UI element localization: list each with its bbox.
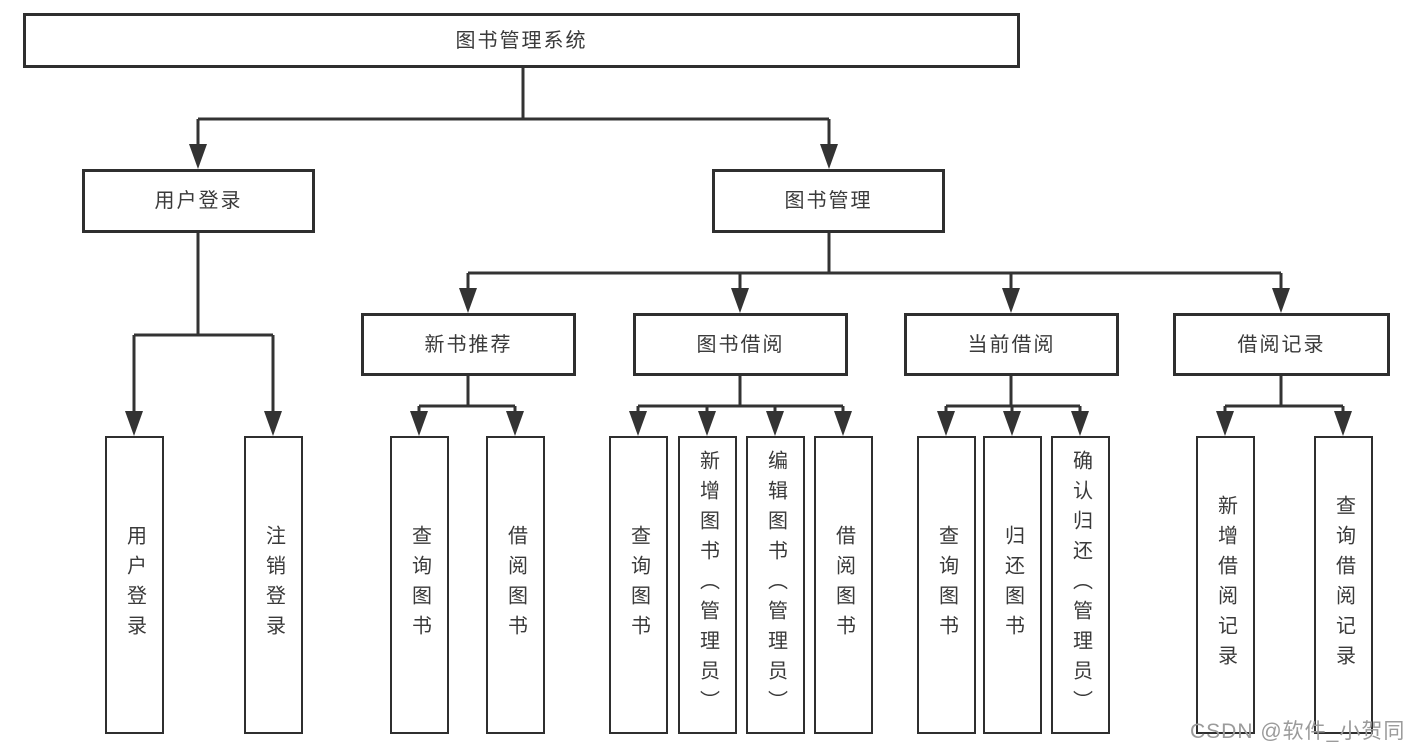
node-leaf-current-query-books: 查询图书 — [917, 436, 976, 734]
node-leaf-records-add-record: 新增借阅记录 — [1196, 436, 1255, 734]
arrow-down-icon — [1002, 288, 1020, 313]
arrow-down-icon — [1071, 411, 1089, 436]
node-leaf-user-login: 用户登录 — [105, 436, 164, 734]
node-book-borrowing: 图书借阅 — [633, 313, 848, 376]
arrow-down-icon — [189, 144, 207, 169]
node-leaf-records-query-record: 查询借阅记录 — [1314, 436, 1373, 734]
node-leaf-newbook-query-books: 查询图书 — [390, 436, 449, 734]
node-leaf-logout: 注销登录 — [244, 436, 303, 734]
connector-line — [636, 376, 845, 412]
node-leaf-current-confirm-return-admin: 确认归还（管理员） — [1051, 436, 1110, 734]
node-user-login: 用户登录 — [82, 169, 315, 233]
arrow-down-icon — [937, 411, 955, 436]
node-borrowing-records: 借阅记录 — [1173, 313, 1390, 376]
arrow-down-icon — [820, 144, 838, 169]
arrow-down-icon — [410, 411, 428, 436]
node-leaf-borrow-query-books: 查询图书 — [609, 436, 668, 734]
csdn-watermark: CSDN @软件_小贺同学 — [1190, 720, 1405, 743]
arrow-down-icon — [1003, 411, 1021, 436]
node-current-borrowing: 当前借阅 — [904, 313, 1119, 376]
arrow-down-icon — [731, 288, 749, 313]
arrow-down-icon — [629, 411, 647, 436]
arrow-down-icon — [698, 411, 716, 436]
arrow-down-icon — [834, 411, 852, 436]
connector-line — [417, 376, 517, 412]
node-leaf-borrow-borrow-books: 借阅图书 — [814, 436, 873, 734]
connector-line — [196, 68, 831, 145]
node-library-management-system: 图书管理系统 — [23, 13, 1020, 68]
arrow-down-icon — [1216, 411, 1234, 436]
arrow-down-icon — [125, 411, 143, 436]
node-new-book-recommendation: 新书推荐 — [361, 313, 576, 376]
arrow-down-icon — [766, 411, 784, 436]
connector-line — [1223, 376, 1345, 412]
arrow-down-icon — [1334, 411, 1352, 436]
arrow-down-icon — [264, 411, 282, 436]
node-leaf-borrow-edit-books-admin: 编辑图书（管理员） — [746, 436, 805, 734]
node-leaf-current-return-books: 归还图书 — [983, 436, 1042, 734]
connector-line — [132, 233, 275, 412]
connector-line — [466, 233, 1283, 288]
node-book-management: 图书管理 — [712, 169, 945, 233]
arrow-down-icon — [459, 288, 477, 313]
arrow-down-icon — [1272, 288, 1290, 313]
arrow-down-icon — [506, 411, 524, 436]
node-leaf-newbook-borrow-books: 借阅图书 — [486, 436, 545, 734]
node-leaf-borrow-add-books-admin: 新增图书（管理员） — [678, 436, 737, 734]
connector-line — [944, 376, 1082, 412]
